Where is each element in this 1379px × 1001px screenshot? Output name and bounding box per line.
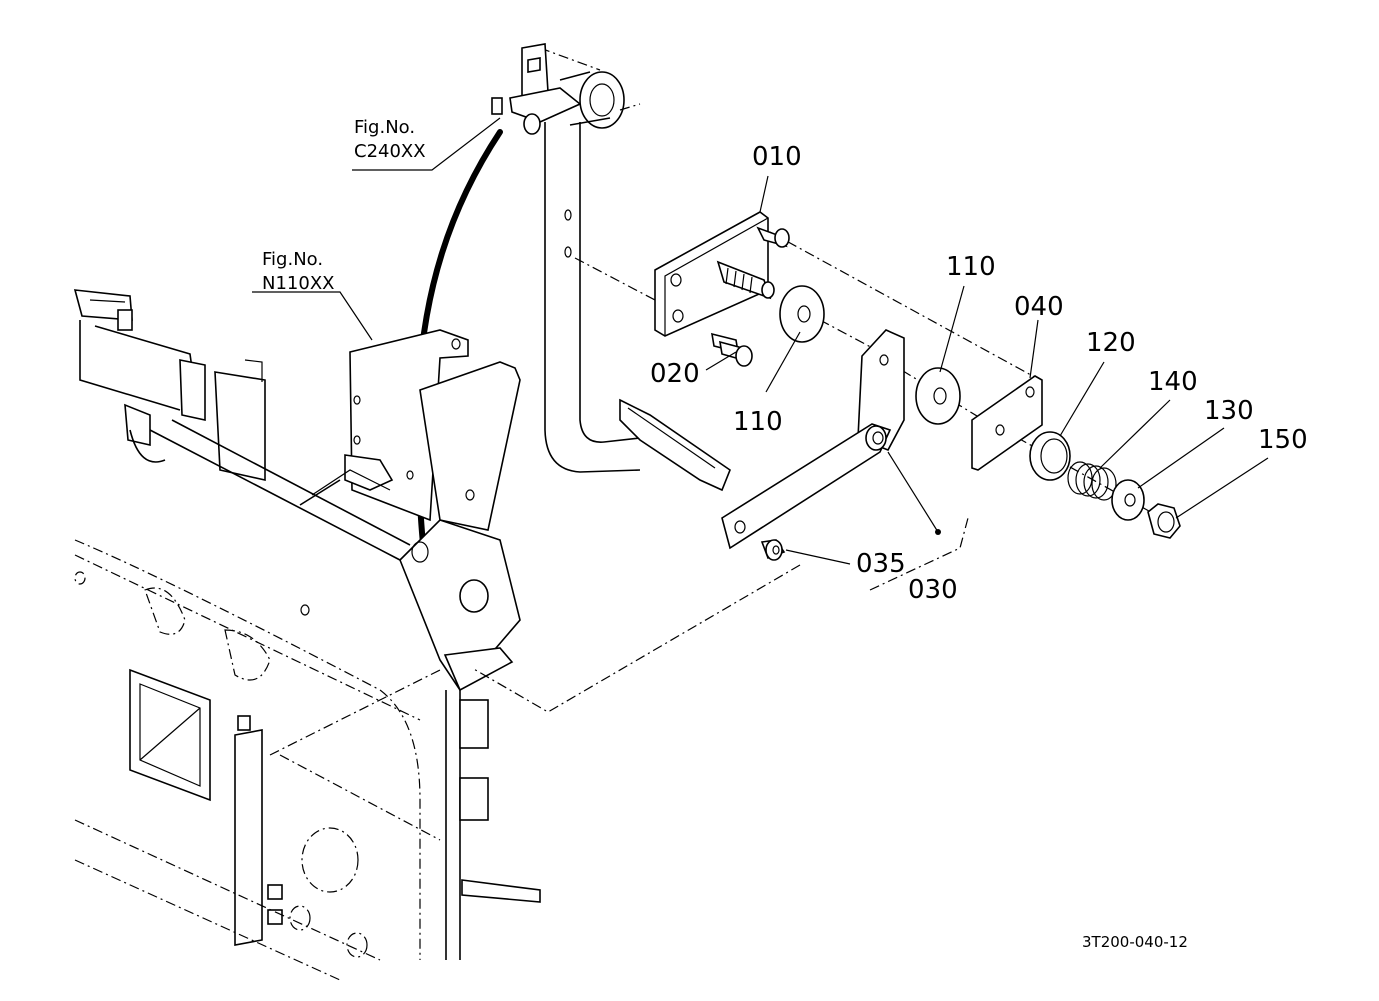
leader-lines xyxy=(252,117,1269,565)
fig-ref-label: Fig.No. xyxy=(262,249,323,270)
part-120-collar xyxy=(1029,431,1071,481)
callout-150: 150 xyxy=(1258,425,1308,455)
callout-110-lower: 110 xyxy=(946,252,996,282)
fig-ref-code: C240XX xyxy=(354,141,426,162)
callout-030: 030 xyxy=(908,575,958,605)
left-frame xyxy=(73,289,541,981)
part-020-bolt xyxy=(711,332,753,367)
callout-110-upper: 110 xyxy=(733,407,783,437)
fig-ref-code: N110XX xyxy=(262,273,334,294)
callout-020: 020 xyxy=(650,359,700,389)
part-110-washer-lower xyxy=(915,367,961,425)
callout-120: 120 xyxy=(1086,328,1136,358)
part-150-nut xyxy=(1147,503,1181,539)
part-140-spring xyxy=(1067,461,1117,501)
part-110-washer-upper xyxy=(779,285,825,343)
callout-010: 010 xyxy=(752,142,802,172)
part-010-bracket xyxy=(654,211,790,337)
drawing-code: 3T200-040-12 xyxy=(1082,933,1188,951)
figure-ref-c240: Fig.No. C240XX xyxy=(354,117,426,162)
callout-035: 035 xyxy=(856,549,906,579)
callout-040: 040 xyxy=(1014,292,1064,322)
part-030-lever xyxy=(721,329,941,550)
part-040-plate xyxy=(971,375,1043,471)
part-130-washer xyxy=(1111,479,1145,521)
callout-140: 140 xyxy=(1148,367,1198,397)
callout-130: 130 xyxy=(1204,396,1254,426)
fig-ref-label: Fig.No. xyxy=(354,117,415,138)
part-035-bushing xyxy=(760,539,786,561)
figure-ref-n110: Fig.No. N110XX xyxy=(262,249,334,294)
pedal-arm xyxy=(491,43,731,492)
